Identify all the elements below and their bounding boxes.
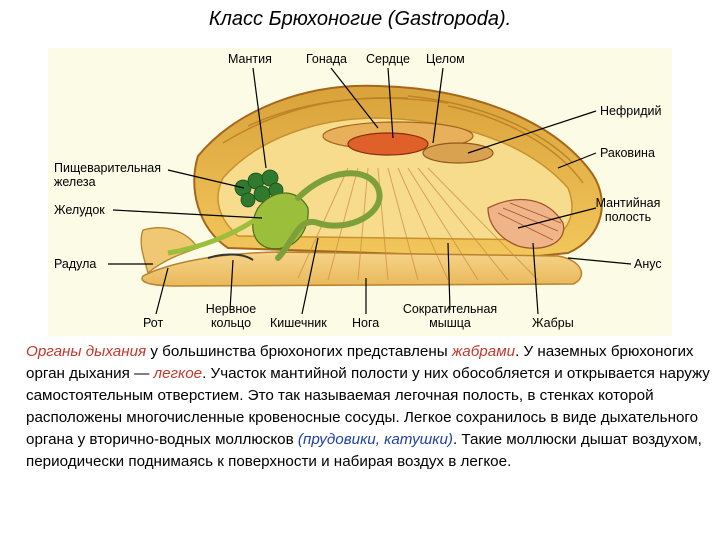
label-muscle-1: Сократительная	[402, 302, 498, 316]
highlight-lung: легкое	[153, 365, 203, 382]
label-nerve-ring-2: кольцо	[210, 316, 252, 330]
description-text: Органы дыхания у большинства брюхоногих …	[26, 341, 716, 473]
label-anus: Анус	[634, 257, 662, 271]
text-segment-b: . У наземных брюхоногих орган дыхания —	[26, 343, 694, 382]
shell-ribs	[222, 95, 584, 184]
text-segment-d: . Такие моллюски дышат воздухом, периоди…	[26, 431, 702, 470]
slide-title: Класс Брюхоногие (Gastropoda).	[208, 8, 512, 30]
text-segment-a: у большинства брюхоногих представлены	[146, 343, 452, 360]
label-radula: Радула	[54, 257, 97, 271]
label-foot: Нога	[352, 316, 380, 330]
label-heart: Сердце	[366, 52, 410, 66]
label-intestine: Кишечник	[270, 316, 327, 330]
label-mouth: Рот	[143, 316, 164, 330]
highlight-gills: жабрами	[451, 343, 516, 360]
leader-lines	[108, 67, 632, 315]
label-nerve-ring-1: Нервное	[205, 302, 257, 316]
label-muscle-2: мышца	[429, 316, 471, 330]
nerve-ring-shape	[207, 253, 254, 261]
text-segment-c: . Участок мантийной полости у них обособ…	[26, 365, 710, 448]
anatomy-illustration	[108, 67, 632, 315]
heart	[347, 132, 429, 156]
gastropoda-anatomy-diagram: Мантия Гонада Сердце Целом Нефридий Рако…	[48, 48, 672, 336]
label-gills: Жабры	[532, 316, 574, 330]
label-stomach: Желудок	[54, 203, 105, 217]
highlight-examples: (прудовики, катушки)	[297, 431, 453, 448]
label-digestive-gland-1: Пищеварительная	[54, 161, 162, 175]
label-mantle: Мантия	[228, 52, 272, 66]
label-gonad: Гонада	[306, 52, 347, 66]
label-shell: Раковина	[600, 146, 655, 160]
label-mantle-cavity-2: полость	[604, 210, 652, 224]
label-nephridium: Нефридий	[600, 104, 662, 118]
intestine	[275, 170, 383, 261]
foot	[141, 251, 583, 287]
nephridium	[422, 142, 494, 164]
label-mantle-cavity-1: Мантийная	[595, 196, 661, 210]
highlight-respiratory-organs: Органы дыхания	[26, 343, 147, 360]
label-digestive-gland-2: железа	[54, 175, 96, 189]
label-coelom: Целом	[426, 52, 465, 66]
esophagus	[167, 215, 260, 256]
